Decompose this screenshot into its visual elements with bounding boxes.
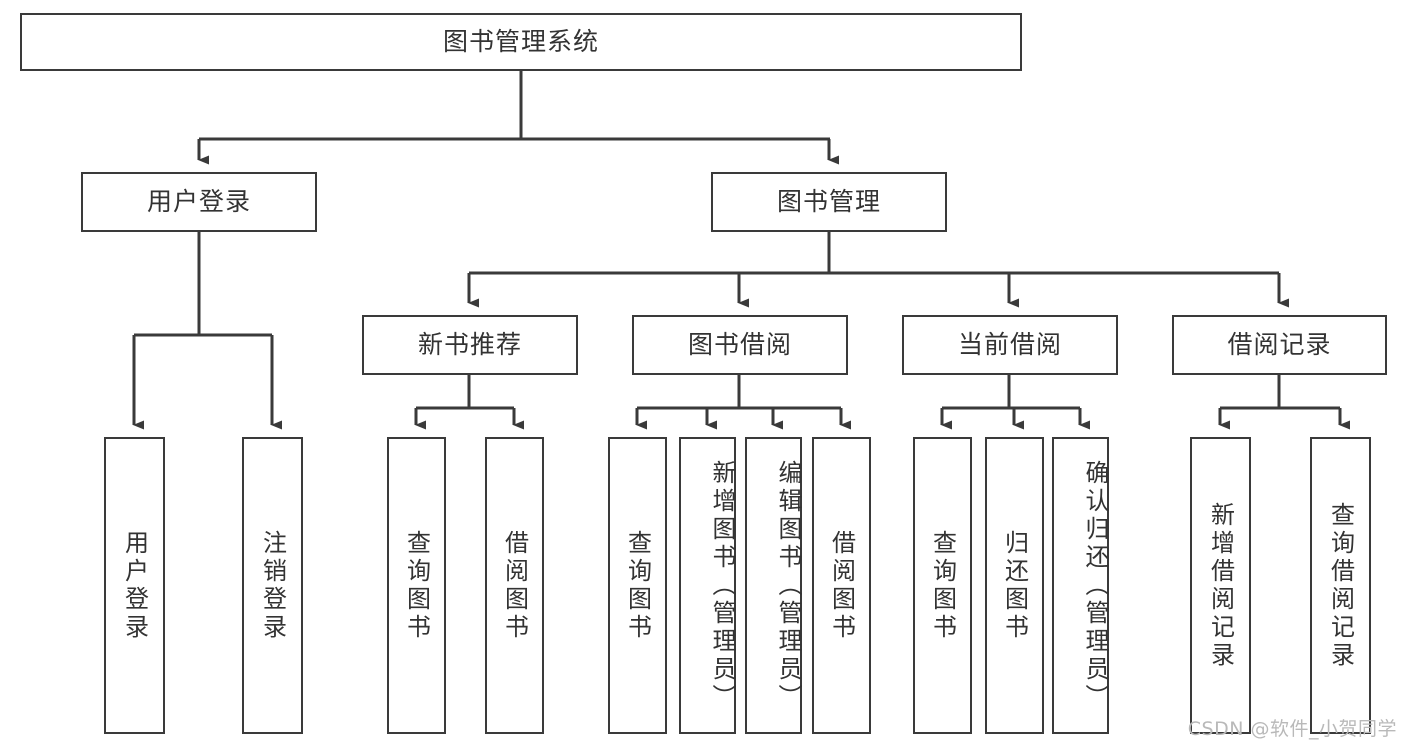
leaf-borrow-book[interactable]: 借阅图书 — [812, 437, 871, 734]
node-current-borrow[interactable]: 当前借阅 — [902, 315, 1118, 375]
leaf-query-borrow-record[interactable]: 查询借阅记录 — [1310, 437, 1371, 734]
leaf-add-book-admin[interactable]: 新增图书（管理员） — [679, 437, 736, 734]
node-book-management[interactable]: 图书管理 — [711, 172, 947, 232]
leaf-logout-login[interactable]: 注销登录 — [242, 437, 303, 734]
node-book-borrow[interactable]: 图书借阅 — [632, 315, 848, 375]
leaf-query-book-borrow[interactable]: 查询图书 — [608, 437, 667, 734]
leaf-query-book-current[interactable]: 查询图书 — [913, 437, 972, 734]
leaf-user-login[interactable]: 用户登录 — [104, 437, 165, 734]
node-root[interactable]: 图书管理系统 — [20, 13, 1022, 71]
leaf-return-book[interactable]: 归还图书 — [985, 437, 1044, 734]
csdn-watermark: CSDN @软件_小贺同学 — [1187, 718, 1397, 740]
leaf-borrow-book-recommend[interactable]: 借阅图书 — [485, 437, 544, 734]
node-new-book-recommend[interactable]: 新书推荐 — [362, 315, 578, 375]
leaf-add-borrow-record[interactable]: 新增借阅记录 — [1190, 437, 1251, 734]
node-user-login[interactable]: 用户登录 — [81, 172, 317, 232]
leaf-query-book-recommend[interactable]: 查询图书 — [387, 437, 446, 734]
node-borrow-record[interactable]: 借阅记录 — [1172, 315, 1387, 375]
leaf-confirm-return-admin[interactable]: 确认归还（管理员） — [1052, 437, 1109, 734]
leaf-edit-book-admin[interactable]: 编辑图书（管理员） — [745, 437, 802, 734]
